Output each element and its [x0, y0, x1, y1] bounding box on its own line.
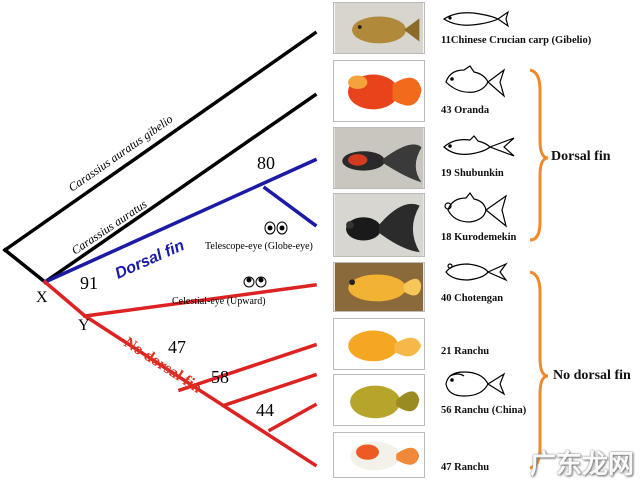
label-auratus: Carassius auratus [69, 197, 150, 258]
species-label-oranda: 43 Oranda [441, 105, 490, 116]
branch-x-auratus [42, 92, 318, 285]
chotengan-outline-icon [445, 262, 508, 282]
ranchu-47-photo [333, 432, 425, 478]
telescope-eye-label: Telescope-eye (Globe-eye) [205, 241, 313, 252]
branch-y-chotengan [83, 283, 317, 318]
branch-node47-ranchu21 [177, 342, 318, 393]
node-x-label: X [36, 289, 48, 306]
shubunkin-outline-icon [443, 135, 515, 157]
branch-root-gibelio [2, 30, 318, 253]
group-label-dorsal-fin: Dorsal fin [551, 149, 611, 164]
watermark-logo: 广东龙网 [529, 450, 634, 480]
species-label-ranchu-21: 21 Ranchu [441, 346, 490, 357]
chotengan-photo [333, 262, 425, 312]
oranda-photo [333, 60, 425, 122]
support-value-47: 47 [168, 337, 186, 357]
no-dorsal-fin-bracket [529, 270, 549, 470]
branch-root-x [2, 247, 48, 285]
ranchu-china-photo [333, 374, 425, 426]
species-label-crucian-carp: 11Chinese Crucian carp (Gibelio) [441, 35, 592, 46]
branch-node44-ranchu [267, 402, 318, 433]
branch-node58-ranchu56 [222, 372, 318, 408]
branch-y-ranchu47 [82, 313, 318, 468]
kurodemekin-outline-icon [444, 191, 508, 228]
ranchu-photo [333, 318, 425, 370]
crucian-carp-photo [333, 2, 425, 54]
ranchu-china-outline-icon [445, 371, 506, 397]
group-label-no-dorsal-fin: No dorsal fin [553, 368, 631, 383]
support-value-44: 44 [256, 400, 274, 420]
shubunkin-photo [333, 127, 425, 189]
species-label-shubunkin: 19 Shubunkin [441, 168, 504, 179]
node-y-label: Y [78, 317, 90, 334]
species-label-ranchu-47: 47 Ranchu [441, 462, 490, 473]
kurodemekin-photo [333, 193, 425, 257]
dorsal-fin-bracket [529, 68, 549, 242]
branch-x-y [42, 279, 88, 319]
label-dorsal-fin-branch: Dorsal fin [113, 237, 188, 283]
support-value-91: 91 [80, 273, 98, 293]
branch-node80-kurodemekin [262, 185, 318, 228]
oranda-outline-icon [445, 65, 506, 98]
species-label-ranchu-china: 56 Ranchu (China) [441, 405, 527, 416]
species-label-chotengan: 40 Chotengan [441, 293, 504, 304]
label-gibelio: Carassius auratus gibelio [66, 112, 176, 195]
branch-x-dorsal [42, 157, 318, 285]
label-no-dorsal-fin-branch: No dorsal fin [121, 334, 205, 397]
species-label-kurodemekin: 18 Kurodemekin [441, 232, 517, 243]
telescope-eye-icon [264, 221, 288, 235]
celestial-eye-label: Celestial-eye (Upward) [172, 296, 266, 307]
support-value-80: 80 [257, 153, 275, 173]
support-value-58: 58 [211, 367, 229, 387]
celestial-eye-icon [243, 276, 267, 288]
crucian-carp-outline-icon [442, 10, 510, 28]
